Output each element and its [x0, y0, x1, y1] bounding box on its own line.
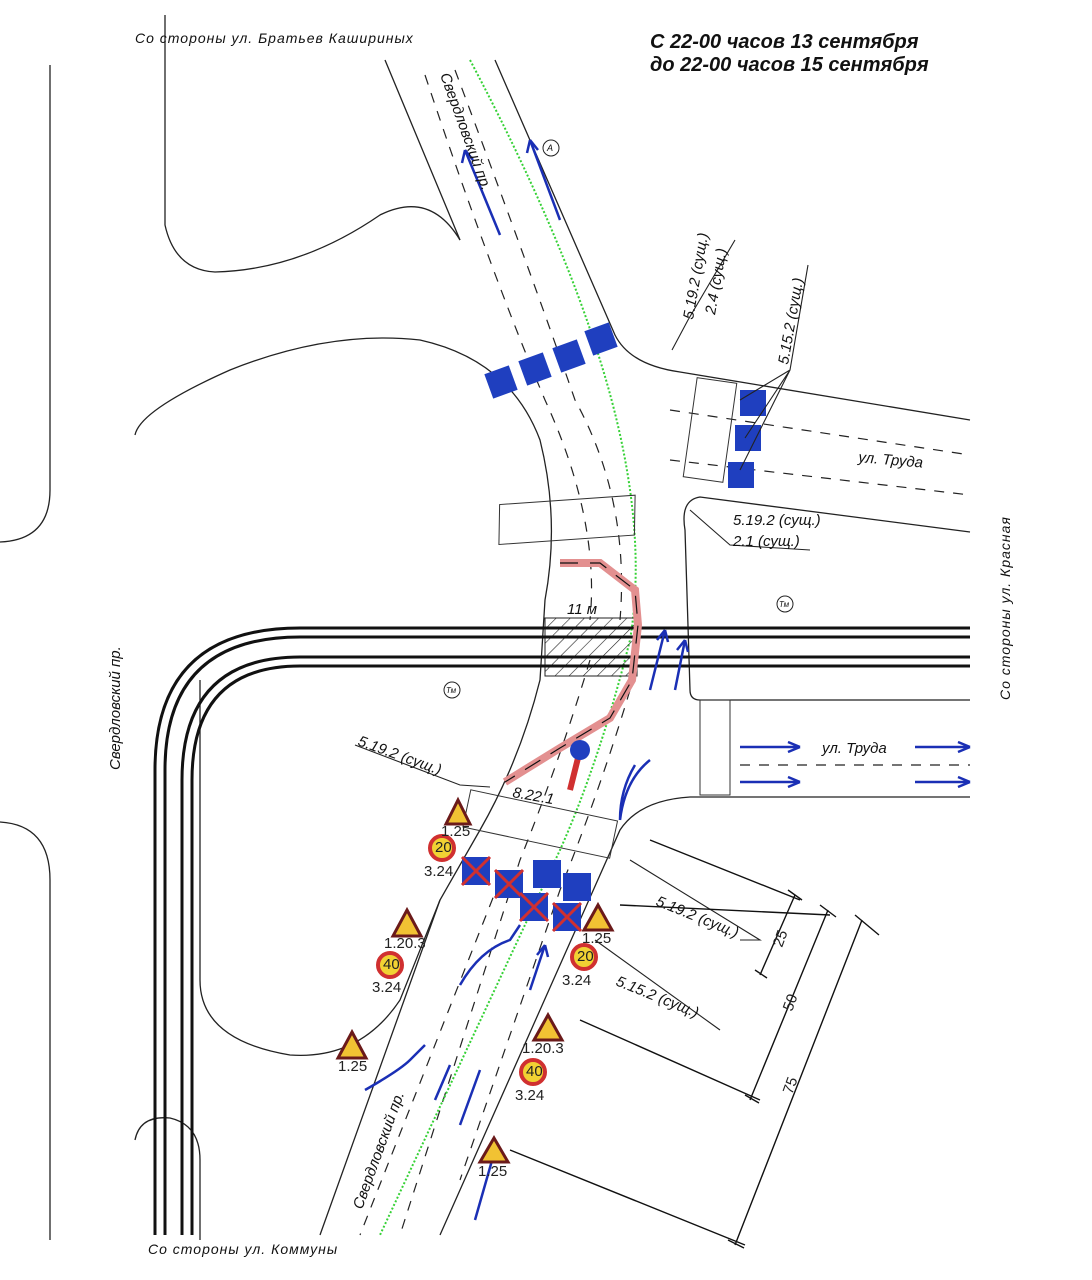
bottom-road-left-edge	[319, 899, 441, 1236]
tram-track	[163, 635, 970, 1235]
top-road-right-edge	[494, 59, 971, 421]
street-sverdlovsky-bottom: Свердловский пр.	[350, 1089, 408, 1211]
truda-lower-bottom-edge	[439, 796, 970, 1236]
dimension-50: 50	[780, 992, 802, 1013]
sign-code: 3.24	[372, 979, 401, 996]
marker-tm: Тм	[779, 600, 790, 609]
lane-line	[424, 74, 593, 621]
marker-tm-circle	[776, 595, 794, 613]
marker-tm: Тм	[446, 686, 457, 695]
crosswalk	[462, 377, 738, 859]
annotation-5-19-2: 5.19.2 (сущ.)	[356, 733, 444, 779]
sign-code: 1.25	[338, 1058, 367, 1075]
sign-code: 1.25	[478, 1163, 507, 1180]
truda-lane	[669, 459, 971, 496]
dimension-75: 75	[780, 1075, 802, 1096]
top-road-left-edge	[384, 59, 461, 241]
west-curb	[134, 337, 553, 1057]
leader-line	[629, 859, 762, 941]
direction-south: Со стороны ул. Коммуны	[148, 1241, 338, 1257]
narrowing-sign-icon	[390, 906, 424, 938]
tram-track	[190, 664, 970, 1235]
dimension-25: 25	[770, 928, 792, 949]
marker-a-circle	[542, 139, 560, 157]
annotation-5-15-2: 5.15.2 (сущ.)	[775, 276, 807, 365]
roadworks-sign-icon	[477, 1135, 511, 1164]
lane-direction-signs-bottom	[460, 855, 591, 933]
leader-line	[594, 939, 721, 1031]
speed-limit-40-icon	[519, 1058, 547, 1086]
leader-line	[354, 744, 491, 788]
annotation-5-15-2: 5.15.2 (сущ.)	[614, 973, 702, 1022]
tram-track	[180, 655, 970, 1235]
sign-code: 1.25	[582, 930, 611, 947]
dimension-lines	[509, 839, 880, 1249]
traffic-arrows	[364, 139, 971, 1221]
sign-value: 20	[577, 948, 594, 965]
header-line2: до 22-00 часов 15 сентября	[650, 54, 929, 76]
sign-code: 1.20.3	[522, 1040, 564, 1057]
nw-block-curb	[164, 15, 461, 273]
leader-line	[739, 264, 809, 471]
annotation-5-19-2: 5.19.2 (сущ.)	[654, 893, 742, 942]
annotation-8-22-1: 8.22.1	[511, 784, 555, 808]
street-truda-upper: ул. Труда	[857, 449, 924, 472]
direction-north: Со стороны ул. Братьев Кашириных	[135, 30, 414, 46]
truda-lane	[669, 409, 971, 456]
sign-code: 3.24	[515, 1087, 544, 1104]
speed-limit-20-icon	[428, 834, 456, 862]
sign-value: 40	[383, 956, 400, 973]
marker-tm-circle	[443, 681, 461, 699]
roadworks-sign-icon	[335, 1028, 369, 1060]
sign-value: 20	[435, 839, 452, 856]
leader-line	[671, 239, 736, 351]
roadworks-sign-icon	[581, 901, 615, 932]
speed-limit-40-icon	[376, 951, 404, 979]
sign-code: 3.24	[424, 863, 453, 880]
no-entry-sign	[567, 740, 590, 791]
width-label: 11 м	[567, 601, 597, 618]
lane-line	[399, 659, 591, 1236]
sign-code: 1.20.3	[384, 935, 426, 952]
direction-east: Со стороны ул. Красная	[997, 516, 1013, 700]
left-block-edge-top	[0, 65, 51, 543]
leader-line	[689, 509, 811, 551]
narrowing-sign-icon	[531, 1011, 565, 1042]
lane-line	[454, 69, 623, 621]
lane-line	[359, 879, 501, 1236]
sign-code: 3.24	[562, 972, 591, 989]
left-block-edge-bottom	[0, 821, 51, 1240]
header-line1: С 22-00 часов 13 сентября	[650, 31, 919, 53]
annotation-5-19-2: 5.19.2 (сущ.)	[733, 512, 821, 529]
west-bottom-curb	[134, 1117, 201, 1240]
lane-direction-signs-top	[484, 322, 766, 488]
tram-track	[153, 626, 970, 1235]
speed-limit-20-icon	[570, 943, 598, 971]
work-zone-barrier-core	[504, 562, 639, 783]
sign-value: 40	[526, 1063, 543, 1080]
roadworks-sign-icon	[443, 796, 473, 826]
marker-a: А	[546, 143, 553, 153]
annotation-2-1: 2.1 (сущ.)	[732, 533, 800, 550]
street-sverdlovsky-left: Свердловский пр.	[107, 646, 124, 770]
street-truda-lower: ул. Труда	[821, 740, 887, 757]
sign-code: 1.25	[441, 823, 470, 840]
truda-upper-bottom-edge	[683, 496, 971, 701]
